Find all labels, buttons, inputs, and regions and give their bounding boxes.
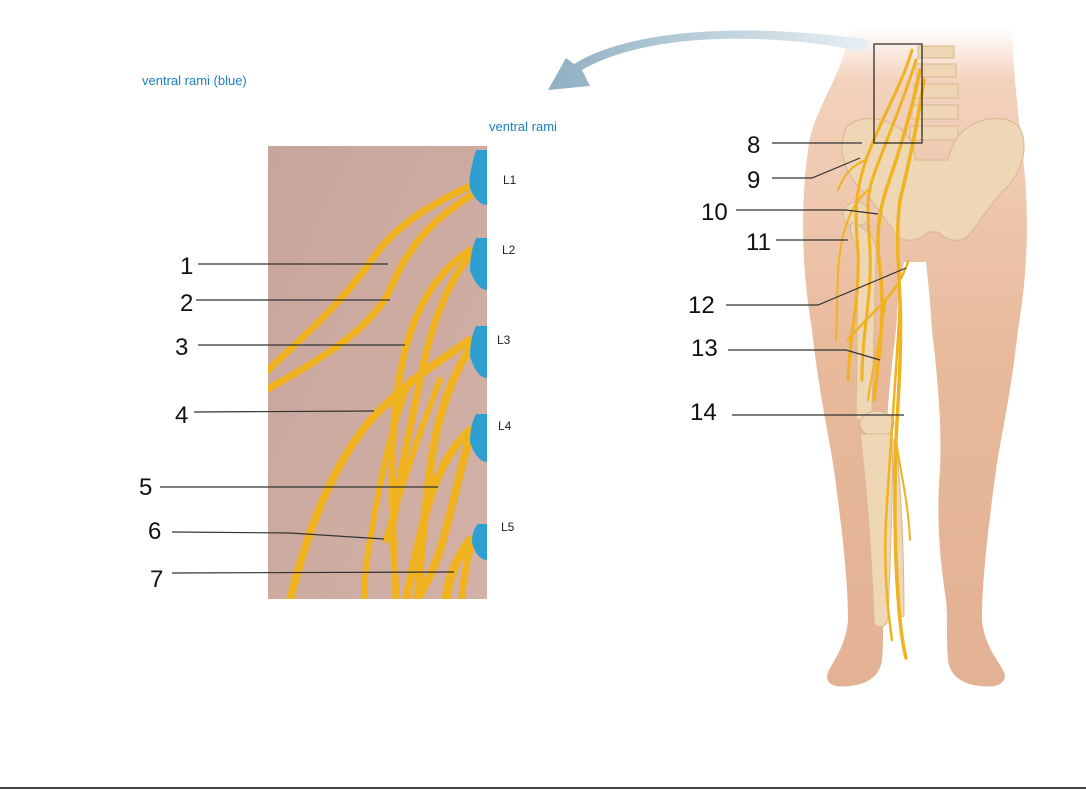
inset-ventral-rami-label: ventral rami: [489, 119, 557, 134]
ramus-l4: [470, 414, 487, 462]
ventral-rami: [469, 150, 487, 560]
level-label-l2: L2: [502, 243, 516, 257]
number-label-12: 12: [688, 292, 715, 319]
ramus-l2: [470, 238, 487, 290]
level-label-l4: L4: [498, 419, 512, 433]
ventral-rami-blue-heading: ventral rami (blue): [142, 73, 247, 88]
number-label-13: 13: [691, 335, 718, 362]
number-label-1: 1: [180, 253, 193, 280]
number-label-8: 8: [747, 132, 760, 159]
number-label-6: 6: [148, 518, 161, 545]
pelvis: [841, 117, 1025, 241]
zoom-arrow: [548, 30, 870, 90]
number-label-3: 3: [175, 334, 188, 361]
bottom-divider: [0, 787, 1086, 789]
inset-nerves: [268, 182, 476, 599]
number-label-14: 14: [690, 399, 717, 426]
level-label-l5: L5: [501, 520, 515, 534]
number-label-11: 11: [746, 229, 771, 256]
inset-panel: [268, 146, 487, 599]
ramus-l3: [470, 326, 487, 378]
leader-lines: [160, 142, 907, 574]
number-label-7: 7: [150, 566, 163, 593]
number-label-10: 10: [701, 199, 728, 226]
level-label-l1: L1: [503, 173, 517, 187]
inset-marker-box: [873, 43, 923, 144]
number-label-9: 9: [747, 167, 760, 194]
skeleton: [841, 45, 1025, 628]
number-label-4: 4: [175, 402, 188, 429]
level-label-l3: L3: [497, 333, 511, 347]
number-label-2: 2: [180, 290, 193, 317]
ramus-l5: [472, 524, 487, 560]
leg-nerves: [835, 48, 926, 660]
number-label-5: 5: [139, 474, 152, 501]
left-tibia: [859, 433, 894, 628]
ramus-l1: [469, 150, 487, 205]
